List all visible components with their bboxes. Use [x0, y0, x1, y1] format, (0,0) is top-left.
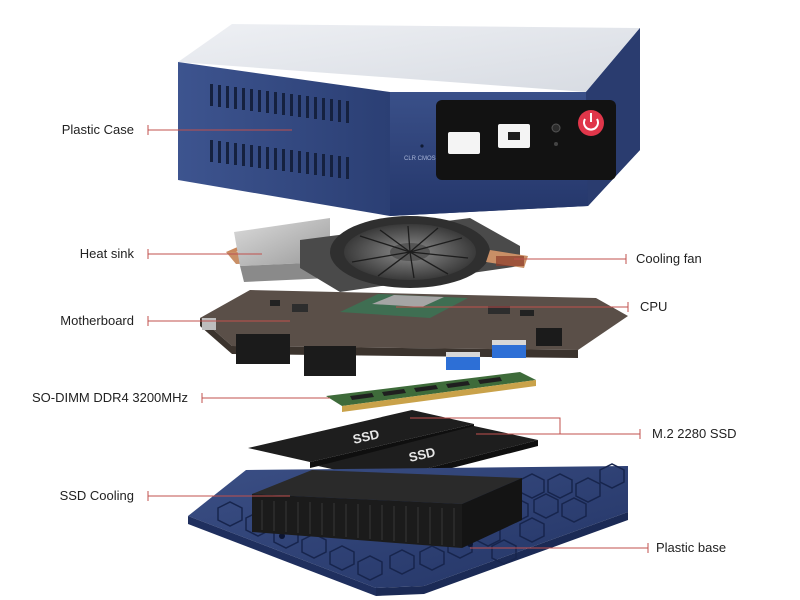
leader-ssd	[410, 417, 640, 435]
ssd-cooling-top	[252, 470, 522, 504]
label-plastic-case: Plastic Case	[61, 122, 134, 137]
label-ssd-cooling: SSD Cooling	[59, 488, 134, 503]
cooling-fan	[300, 216, 528, 292]
case-left-face	[178, 62, 390, 216]
clr-cmos-text: CLR CMOS	[404, 156, 436, 162]
usb-port-a	[448, 132, 480, 154]
label-motherboard: Motherboard	[60, 313, 134, 328]
led-indicator	[554, 142, 558, 146]
case-vents	[210, 84, 349, 179]
so-dimm-ram	[326, 372, 536, 412]
leader-lines	[147, 125, 649, 553]
label-heat-sink: Heat sink	[79, 246, 134, 261]
plastic-case: CLR CMOS	[178, 24, 640, 216]
label-plastic-base: Plastic base	[656, 540, 727, 555]
power-icon	[583, 118, 599, 131]
label-cpu: CPU	[640, 299, 668, 314]
plastic-base	[188, 463, 628, 596]
audio-jack-icon	[551, 123, 561, 133]
ssd-1-brand: SSD	[351, 426, 380, 447]
power-button	[578, 110, 604, 136]
motherboard	[200, 290, 628, 376]
label-cooling-fan: Cooling fan	[636, 251, 702, 266]
ssd-cooling-side	[252, 494, 462, 548]
ssd-module-1: SSD	[248, 410, 474, 468]
label-ssd: M.2 2280 SSD	[652, 426, 737, 441]
label-ram: SO-DIMM DDR4 3200MHz	[31, 390, 188, 405]
case-top-face	[178, 24, 640, 92]
ssd-2-brand: SSD	[407, 444, 436, 465]
